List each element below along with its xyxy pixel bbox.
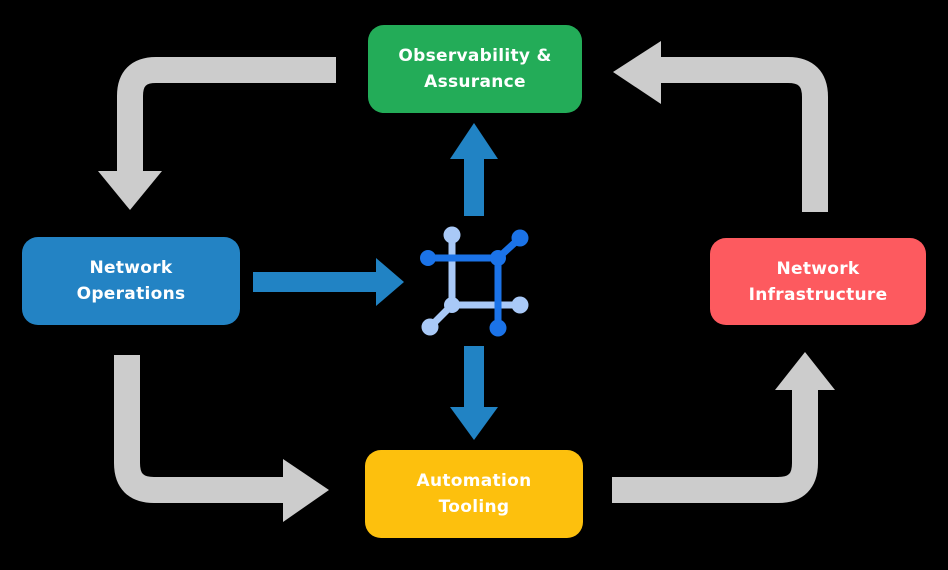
arrow-observability-to-operations: [98, 57, 336, 210]
node-label-line: Assurance: [424, 72, 526, 92]
node-automation-tooling: Automation Tooling: [365, 450, 583, 538]
node-label-line: Observability &: [398, 46, 552, 66]
node-label-line: Network: [89, 258, 173, 278]
node-observability-assurance: Observability & Assurance: [368, 25, 582, 113]
arrow-automation-to-infrastructure: [612, 352, 835, 503]
arrow-center-to-observability: [450, 123, 498, 216]
arrow-operations-to-center: [253, 258, 404, 306]
arrow-operations-to-automation: [114, 355, 329, 522]
arrow-infrastructure-to-observability: [613, 41, 828, 212]
node-network-operations: Network Operations: [22, 237, 240, 325]
arrow-center-to-automation: [450, 346, 498, 440]
node-label-line: Operations: [76, 284, 186, 304]
node-network-infrastructure: Network Infrastructure: [710, 238, 926, 325]
node-label-line: Tooling: [438, 497, 510, 517]
node-label-line: Infrastructure: [748, 284, 888, 305]
node-label-line: Network: [776, 258, 860, 279]
node-label-line: Automation: [416, 471, 532, 491]
network-mesh-icon: [420, 226, 529, 337]
